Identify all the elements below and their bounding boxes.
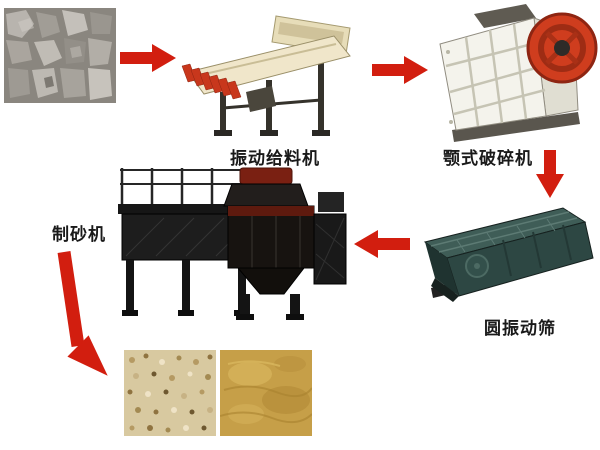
jaw-crusher-illustration [439,4,598,142]
vibrating-feeder-illustration [181,15,351,136]
fine-sand-illustration [220,350,312,436]
circular-screen-label: 圆振动筛 [484,319,556,339]
vibrating-feeder-photo [176,4,366,144]
flow-arrow-right-1-icon [120,42,176,74]
circular-vibrating-screen-photo [413,196,600,306]
sand-maker-photo [112,162,352,324]
circular-vibrating-screen-illustration [423,207,594,302]
raw-stone-illustration [4,8,116,103]
flow-arrow-right-2-icon [372,54,428,86]
flow-arrow-down-icon [534,150,566,198]
flow-arrow-bent-down-icon [52,248,114,388]
fine-sand-photo [220,350,312,436]
jaw-crusher-photo [426,2,598,142]
jaw-crusher-label: 颚式破碎机 [443,149,533,169]
sand-maker-illustration [118,167,347,320]
flow-arrow-left-icon [352,228,410,260]
vibrating-feeder-label: 振动给料机 [230,149,320,169]
coarse-sand-photo [124,350,216,436]
sand-maker-label: 制砂机 [52,225,106,245]
coarse-sand-illustration [124,350,216,436]
raw-stone-photo [4,8,116,103]
